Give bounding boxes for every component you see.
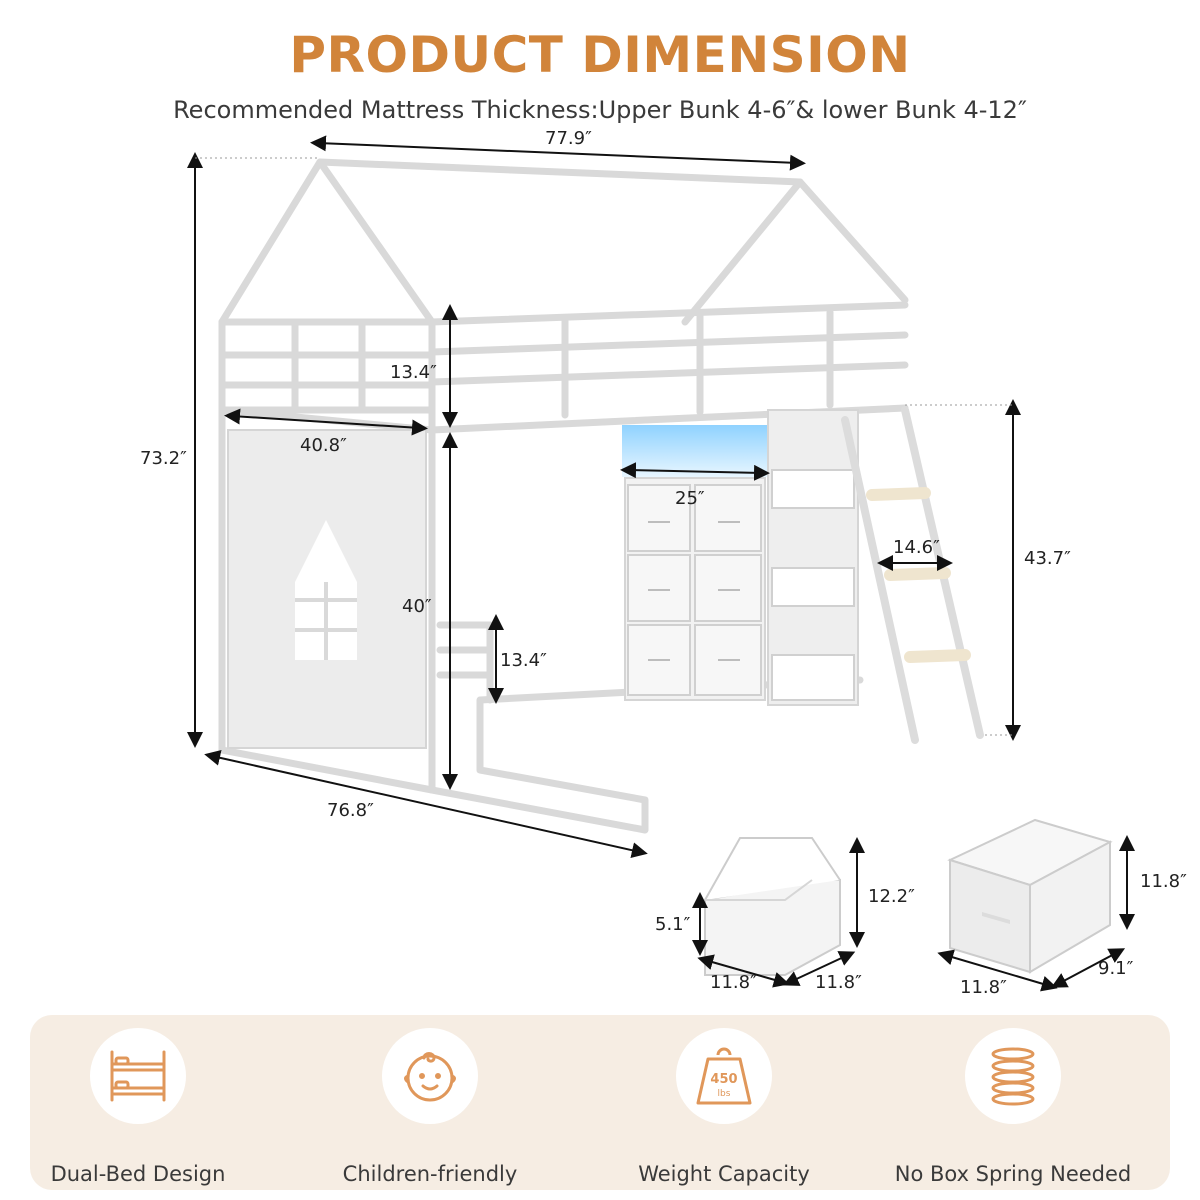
feature-children-friendly: Children-friendly: [300, 1028, 560, 1186]
dim-ladder-width: 14.6″: [893, 537, 940, 558]
mattress-thickness-note: Recommended Mattress Thickness:Upper Bun…: [173, 96, 1027, 124]
feature-label: Children-friendly: [342, 1162, 518, 1186]
baby-face-icon: [382, 1028, 478, 1124]
feature-weight-capacity: 450 lbs Weight Capacity: [594, 1028, 854, 1186]
spring-icon: [965, 1028, 1061, 1124]
dim-lower-rail-height: 13.4″: [500, 650, 547, 671]
dim-open-bin-width: 11.8″: [710, 972, 757, 993]
feature-label: Weight Capacity: [638, 1162, 810, 1186]
dim-ladder-height: 43.7″: [1024, 548, 1071, 569]
bunk-bed-icon: [90, 1028, 186, 1124]
dim-upper-rail-height: 13.4″: [390, 362, 437, 383]
dim-width: 40.8″: [300, 435, 347, 456]
feature-label: Dual-Bed Design: [50, 1162, 226, 1186]
weight-badge-value: 450: [710, 1072, 737, 1087]
feature-no-box-spring: No Box Spring Needed: [883, 1028, 1143, 1186]
feature-dual-bed: Dual-Bed Design: [8, 1028, 268, 1186]
dim-open-bin-height: 12.2″: [868, 886, 915, 907]
dim-bottom-length: 76.8″: [327, 800, 374, 821]
weight-icon: 450 lbs: [676, 1028, 772, 1124]
dim-total-height: 73.2″: [140, 448, 187, 469]
dim-open-bin-depth: 11.8″: [815, 972, 862, 993]
dim-total-length: 77.9″: [545, 128, 592, 149]
weight-badge-unit: lbs: [718, 1089, 731, 1099]
dim-drawer-bin-depth: 9.1″: [1098, 958, 1134, 979]
dim-drawer-bin-width: 11.8″: [960, 977, 1007, 998]
dim-drawer-bin-height: 11.8″: [1140, 871, 1187, 892]
feature-label: No Box Spring Needed: [894, 1162, 1132, 1186]
dim-dresser-width: 25″: [675, 488, 705, 509]
dim-open-bin-front-height: 5.1″: [655, 914, 691, 935]
page-title: PRODUCT DIMENSION: [289, 26, 911, 84]
dim-lower-clearance: 40″: [402, 596, 432, 617]
bunk-bed-illustration: [187, 135, 1135, 992]
